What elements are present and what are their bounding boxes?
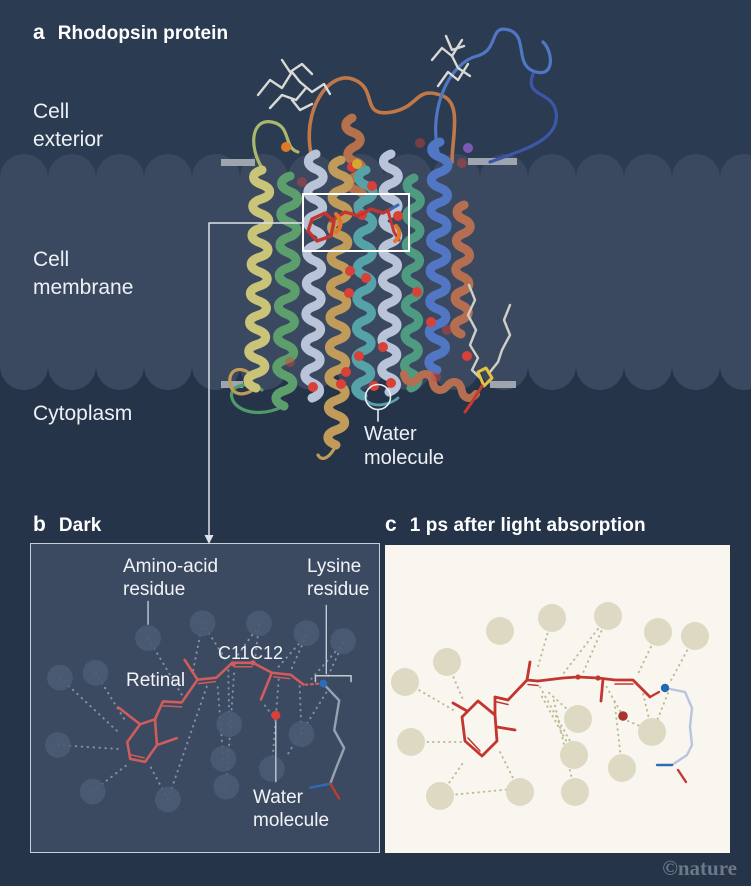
panel-c-light-box	[385, 545, 730, 853]
cell-exterior-label: Cell exterior	[33, 100, 104, 151]
panel-b-dark-box: Amino-acid residue Lysine residue Retina…	[30, 543, 380, 853]
panel-b-title: Dark	[58, 515, 102, 536]
panel-a-letter: a	[33, 21, 45, 44]
nature-credit: ©nature	[662, 856, 737, 880]
panel-b-header: b Dark	[33, 513, 101, 537]
rhodopsin-protein-illustration	[0, 27, 751, 544]
retinal-after-light-illustration	[391, 602, 709, 810]
panel-a-title: Rhodopsin protein	[57, 23, 229, 44]
retinal-dark-illustration	[45, 600, 357, 813]
panel-c-title: 1 ps after light absorption	[409, 515, 646, 536]
retinal-label: Retinal	[126, 670, 186, 691]
cytoplasm-label: Cytoplasm	[33, 402, 133, 425]
panel-a-header: a Rhodopsin protein	[33, 21, 228, 45]
cell-exterior-region	[0, 0, 751, 178]
c11-label: C11	[218, 643, 250, 663]
panel-c-header: c 1 ps after light absorption	[385, 513, 646, 537]
c12-label: C12	[250, 643, 284, 663]
amino-acid-residue-label: Amino-acid residue	[123, 556, 219, 600]
lysine-residue-label: Lysine residue	[307, 556, 370, 600]
water-molecule-label-a: Water molecule	[364, 423, 445, 469]
water-molecule-label-b: Water molecule	[253, 787, 330, 831]
panel-c-letter: c	[385, 513, 397, 536]
cell-membrane-label: Cell membrane	[33, 248, 134, 299]
panel-b-letter: b	[33, 513, 46, 536]
